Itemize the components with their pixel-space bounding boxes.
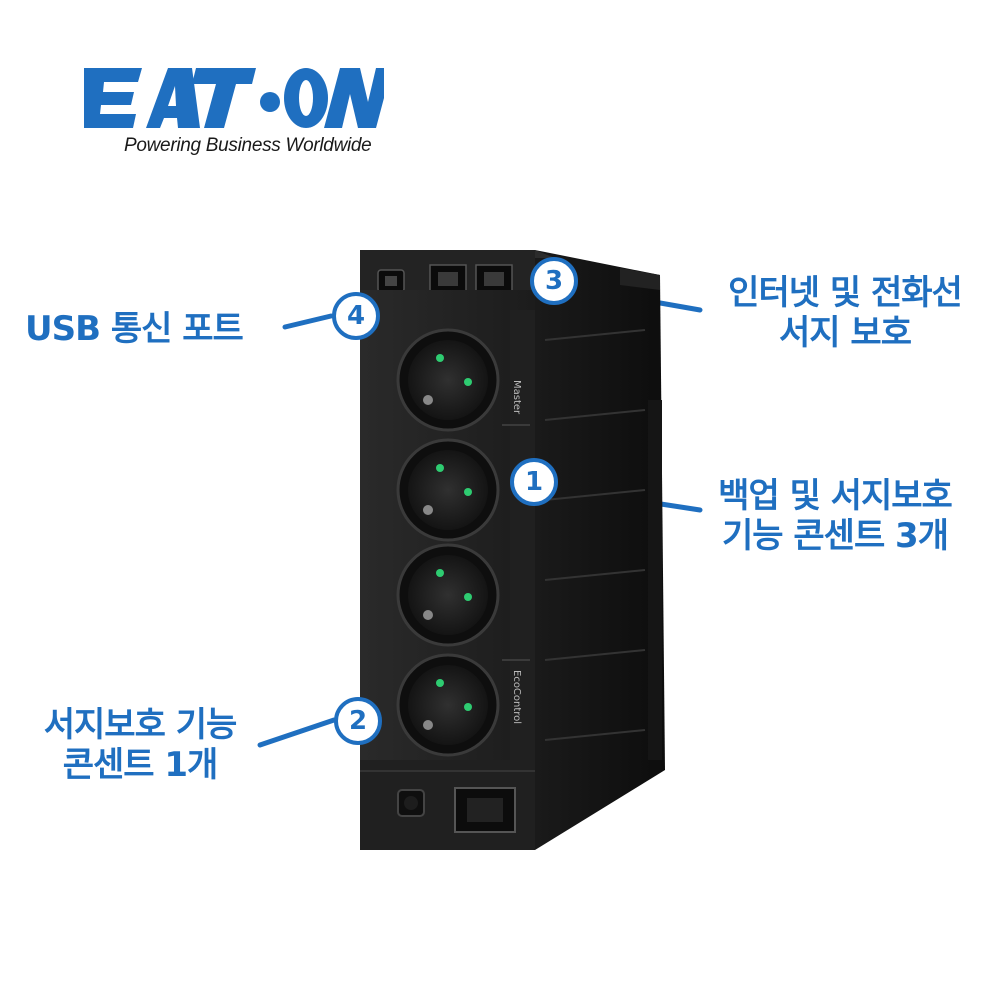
socket-2 bbox=[396, 438, 500, 542]
callout-line-4 bbox=[282, 313, 334, 330]
brand-tagline: Powering Business Worldwide bbox=[124, 135, 372, 156]
device-side-panel bbox=[535, 250, 665, 850]
callout-label-1: 백업 및 서지보호 기능 콘센트 3개 bbox=[690, 476, 980, 556]
callout-label-4: USB 통신 포트 bbox=[25, 309, 244, 349]
callout-label-4-line-1: USB 통신 포트 bbox=[25, 309, 244, 349]
eaton-logo bbox=[84, 62, 384, 162]
callout-label-2-line-1: 서지보호 기능 bbox=[43, 705, 238, 745]
callout-label-1-line-2: 기능 콘센트 3개 bbox=[721, 516, 949, 556]
callout-label-3-line-1: 인터넷 및 전화선 bbox=[728, 273, 963, 313]
callout-line-2 bbox=[257, 717, 337, 748]
master-label: Master bbox=[511, 380, 522, 415]
callout-label-3-line-2: 서지 보호 bbox=[779, 313, 912, 353]
socket-3 bbox=[396, 543, 500, 647]
callout-badge-1: 1 bbox=[510, 458, 558, 506]
callout-label-1-line-1: 백업 및 서지보호 bbox=[718, 476, 953, 516]
eaton-logo-mark bbox=[84, 68, 384, 128]
ecocontrol-label: EcoControl bbox=[511, 670, 522, 724]
callout-label-2: 서지보호 기능 콘센트 1개 bbox=[10, 705, 270, 785]
callout-label-3: 인터넷 및 전화선 서지 보호 bbox=[700, 273, 990, 353]
socket-4 bbox=[396, 653, 500, 757]
callout-badge-3: 3 bbox=[530, 257, 578, 305]
callout-badge-4: 4 bbox=[332, 292, 380, 340]
socket-1 bbox=[396, 328, 500, 432]
ups-device-image: Master EcoControl bbox=[360, 250, 665, 850]
callout-badge-2: 2 bbox=[334, 697, 382, 745]
callout-label-2-line-2: 콘센트 1개 bbox=[62, 745, 219, 785]
